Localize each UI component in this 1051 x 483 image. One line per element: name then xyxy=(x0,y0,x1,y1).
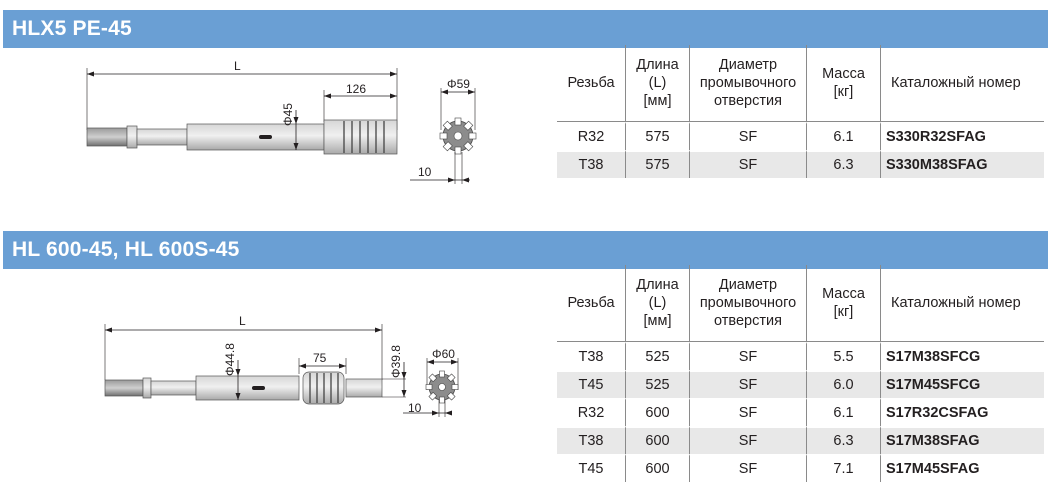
spec-table: Резьба Длина (L) [мм] Диаметр промывочно… xyxy=(557,45,1044,178)
end-diameter-label: Φ59 xyxy=(447,77,470,91)
cell-mass: 6.3 xyxy=(806,426,880,454)
spec-table: Резьба Длина (L) [мм] Диаметр промывочно… xyxy=(557,265,1044,482)
cell-flush: SF xyxy=(689,398,806,426)
shank-drawing: L 75 Φ44.8 Φ39.8 xyxy=(0,300,550,430)
cell-mass: 6.0 xyxy=(806,370,880,398)
col-length: Длина (L) [мм] xyxy=(625,45,689,122)
cell-flush: SF xyxy=(689,150,806,178)
col-flush-line: Диаметр xyxy=(718,57,778,73)
table-row: R32 600 SF 6.1 S17R32CSFAG xyxy=(557,398,1044,426)
col-catalog: Каталожный номер xyxy=(880,265,1044,342)
col-flush-line: промывочного xyxy=(699,75,797,91)
col-flush: Диаметр промывочного отверстия xyxy=(689,45,806,122)
cell-thread: T38 xyxy=(557,342,625,370)
cell-flush: SF xyxy=(689,426,806,454)
cell-mass: 6.3 xyxy=(806,150,880,178)
col-flush-line: промывочного xyxy=(699,295,797,311)
cell-catalog: S17M38SFAG xyxy=(880,426,1044,454)
cell-catalog: S17R32CSFAG xyxy=(880,398,1044,426)
col-mass-line: [кг] xyxy=(833,304,854,320)
cell-thread: T38 xyxy=(557,150,625,178)
col-flush: Диаметр промывочного отверстия xyxy=(689,265,806,342)
table-row: T38 600 SF 6.3 S17M38SFAG xyxy=(557,426,1044,454)
cell-catalog: S17M45SFAG xyxy=(880,454,1044,482)
cell-thread: R32 xyxy=(557,122,625,150)
cell-catalog: S330R32SFAG xyxy=(880,122,1044,150)
cell-thread: R32 xyxy=(557,398,625,426)
cell-mass: 5.5 xyxy=(806,342,880,370)
length-label: L xyxy=(234,59,241,73)
col-length: Длина (L) [мм] xyxy=(625,265,689,342)
body-diameter-label: Φ45 xyxy=(281,103,295,126)
end-diameter-label: Φ60 xyxy=(432,347,455,361)
col-length-line: Длина xyxy=(636,277,679,293)
body-diameter-label: Φ44.8 xyxy=(223,343,237,376)
table-row: R32 575 SF 6.1 S330R32SFAG xyxy=(557,122,1044,150)
section-title: HLX5 PE-45 xyxy=(3,10,1048,48)
table-row: T38 575 SF 6.3 S330M38SFAG xyxy=(557,150,1044,178)
cell-length: 600 xyxy=(625,454,689,482)
col-flush-line: отверстия xyxy=(714,93,782,109)
col-mass: Масса [кг] xyxy=(806,265,880,342)
col-thread: Резьба xyxy=(557,45,625,122)
col-mass: Масса [кг] xyxy=(806,45,880,122)
cell-length: 600 xyxy=(625,398,689,426)
table-row: T45 600 SF 7.1 S17M45SFAG xyxy=(557,454,1044,482)
length-label: L xyxy=(239,314,246,328)
col-length-line: [мм] xyxy=(643,93,672,109)
cell-thread: T45 xyxy=(557,370,625,398)
col-flush-line: отверстия xyxy=(714,313,782,329)
cell-flush: SF xyxy=(689,370,806,398)
spline-width-label: 10 xyxy=(408,401,422,415)
cell-length: 525 xyxy=(625,370,689,398)
table-row: T38 525 SF 5.5 S17M38SFCG xyxy=(557,342,1044,370)
cell-catalog: S17M45SFCG xyxy=(880,370,1044,398)
cell-length: 525 xyxy=(625,342,689,370)
col-flush-line: Диаметр xyxy=(718,277,778,293)
cell-length: 575 xyxy=(625,122,689,150)
col-length-line: [мм] xyxy=(643,313,672,329)
cell-mass: 6.1 xyxy=(806,122,880,150)
col-catalog: Каталожный номер xyxy=(880,45,1044,122)
col-mass-line: [кг] xyxy=(833,84,854,100)
cell-thread: T38 xyxy=(557,426,625,454)
col-mass-line: Масса xyxy=(822,66,865,82)
cell-length: 575 xyxy=(625,150,689,178)
cell-flush: SF xyxy=(689,122,806,150)
table-row: T45 525 SF 6.0 S17M45SFCG xyxy=(557,370,1044,398)
spline-width-label: 10 xyxy=(418,165,432,179)
spline-length-label: 126 xyxy=(346,82,366,96)
section-title: HL 600-45, HL 600S-45 xyxy=(3,231,1048,269)
shank-drawing: L 126 Φ45 Φ59 xyxy=(0,50,550,200)
cell-mass: 7.1 xyxy=(806,454,880,482)
col-thread: Резьба xyxy=(557,265,625,342)
cell-mass: 6.1 xyxy=(806,398,880,426)
cell-flush: SF xyxy=(689,342,806,370)
cell-catalog: S330M38SFAG xyxy=(880,150,1044,178)
col-length-line: (L) xyxy=(648,295,667,311)
cell-flush: SF xyxy=(689,454,806,482)
cell-length: 600 xyxy=(625,426,689,454)
cell-catalog: S17M38SFCG xyxy=(880,342,1044,370)
spline-length-label: 75 xyxy=(313,351,327,365)
col-length-line: Длина xyxy=(636,57,679,73)
cell-thread: T45 xyxy=(557,454,625,482)
col-length-line: (L) xyxy=(648,75,667,91)
front-diameter-label: Φ39.8 xyxy=(389,345,403,378)
col-mass-line: Масса xyxy=(822,286,865,302)
